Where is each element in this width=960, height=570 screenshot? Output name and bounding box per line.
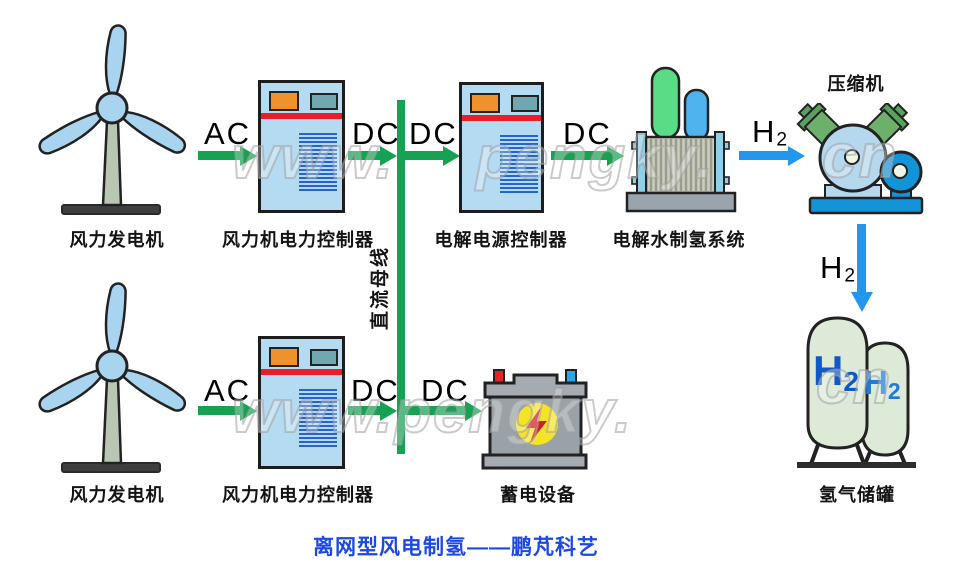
battery-terminal-positive [493,369,505,384]
diagram-title: 离网型风电制氢——鹏芃科艺 [313,536,599,559]
wind-controller-bottom [258,336,345,469]
battery-base [481,453,588,470]
end-plates [631,131,730,197]
tank-big [806,316,869,465]
battery-icon [481,369,588,470]
compressor-label: 压缩机 [827,74,885,94]
wind-controller-bottom-label: 风力机电力控制器 [222,485,374,505]
gas-column-blue [683,88,710,142]
dc-bus-label: 直流母线 [370,246,391,331]
dc-bus-line [397,100,405,454]
gas-column-green [650,66,681,140]
electrolysis-controller-label: 电解电源控制器 [434,230,568,250]
h2-top-arrow [739,151,788,160]
electrolyzer-label: 电解水制氢系统 [612,230,746,250]
indicator-teal [511,95,539,112]
dc-top-left-arrow [348,151,380,160]
compressor-base [808,196,924,215]
wind-controller-top-label: 风力机电力控制器 [222,230,374,250]
red-stripe [261,369,342,375]
indicator-orange [470,93,500,113]
h2-down-arrow [857,224,866,292]
dc-bottom-right-arrow [404,406,465,415]
vent-grille [299,389,337,447]
electrolyzer-icon [625,66,737,213]
electrolysis-controller [459,82,544,213]
tanks-ground [797,462,916,468]
wind-turbine-top-icon [38,24,186,215]
turbine-hub [95,91,129,125]
electrolyzer-base [625,191,737,213]
dc-bottom-right-label: DC [421,373,470,408]
indicator-teal [310,349,338,366]
lightning-icon [526,407,547,443]
turbine-blades [38,24,186,155]
tank2-h2-text: H2 [864,364,901,405]
turbine-blades [38,282,186,413]
stack-ribs [649,139,713,191]
battery-label: 蓄电设备 [500,485,576,505]
dc-top-right-label: DC [409,116,458,151]
battery-lid [483,373,588,399]
dc-bottom-left-arrow [348,406,380,415]
tank1-h2-text: H2 [813,347,859,398]
wind-controller-top [258,80,345,213]
h2-tanks-icon [797,316,916,468]
motor-hub [892,163,908,179]
turbine-base [61,462,161,473]
ac-top-arrow [198,151,240,160]
wind-turbine-bottom-label: 风力发电机 [69,485,165,505]
h2-tanks-label: 氢气储罐 [819,485,895,505]
wind-turbine-bottom-icon [38,282,186,473]
vent-grille [299,133,337,191]
vent-grille [500,135,538,193]
compressor-hub [844,149,860,165]
ac-bottom-arrow [198,406,240,415]
ac-top-label: AC [204,116,252,151]
dc-top-out-arrow [551,151,607,160]
h2-down-label: H2 [820,250,856,287]
dc-top-out-label: DC [563,116,612,151]
indicator-orange [269,91,299,111]
battery-terminal-negative [565,369,577,384]
indicator-teal [310,93,338,110]
turbine-tower [101,119,123,207]
turbine-base [61,204,161,215]
dc-top-right-arrow [404,151,443,160]
indicator-orange [269,347,299,367]
wind-turbine-top-label: 风力发电机 [69,230,165,250]
turbine-hub [95,349,129,383]
tank-small [860,341,910,465]
h2-top-label: H2 [752,114,788,151]
red-stripe [462,115,541,121]
red-stripe [261,113,342,119]
dc-top-left-label: DC [352,116,401,151]
compressor-icon [796,103,924,215]
turbine-tower [101,377,123,465]
